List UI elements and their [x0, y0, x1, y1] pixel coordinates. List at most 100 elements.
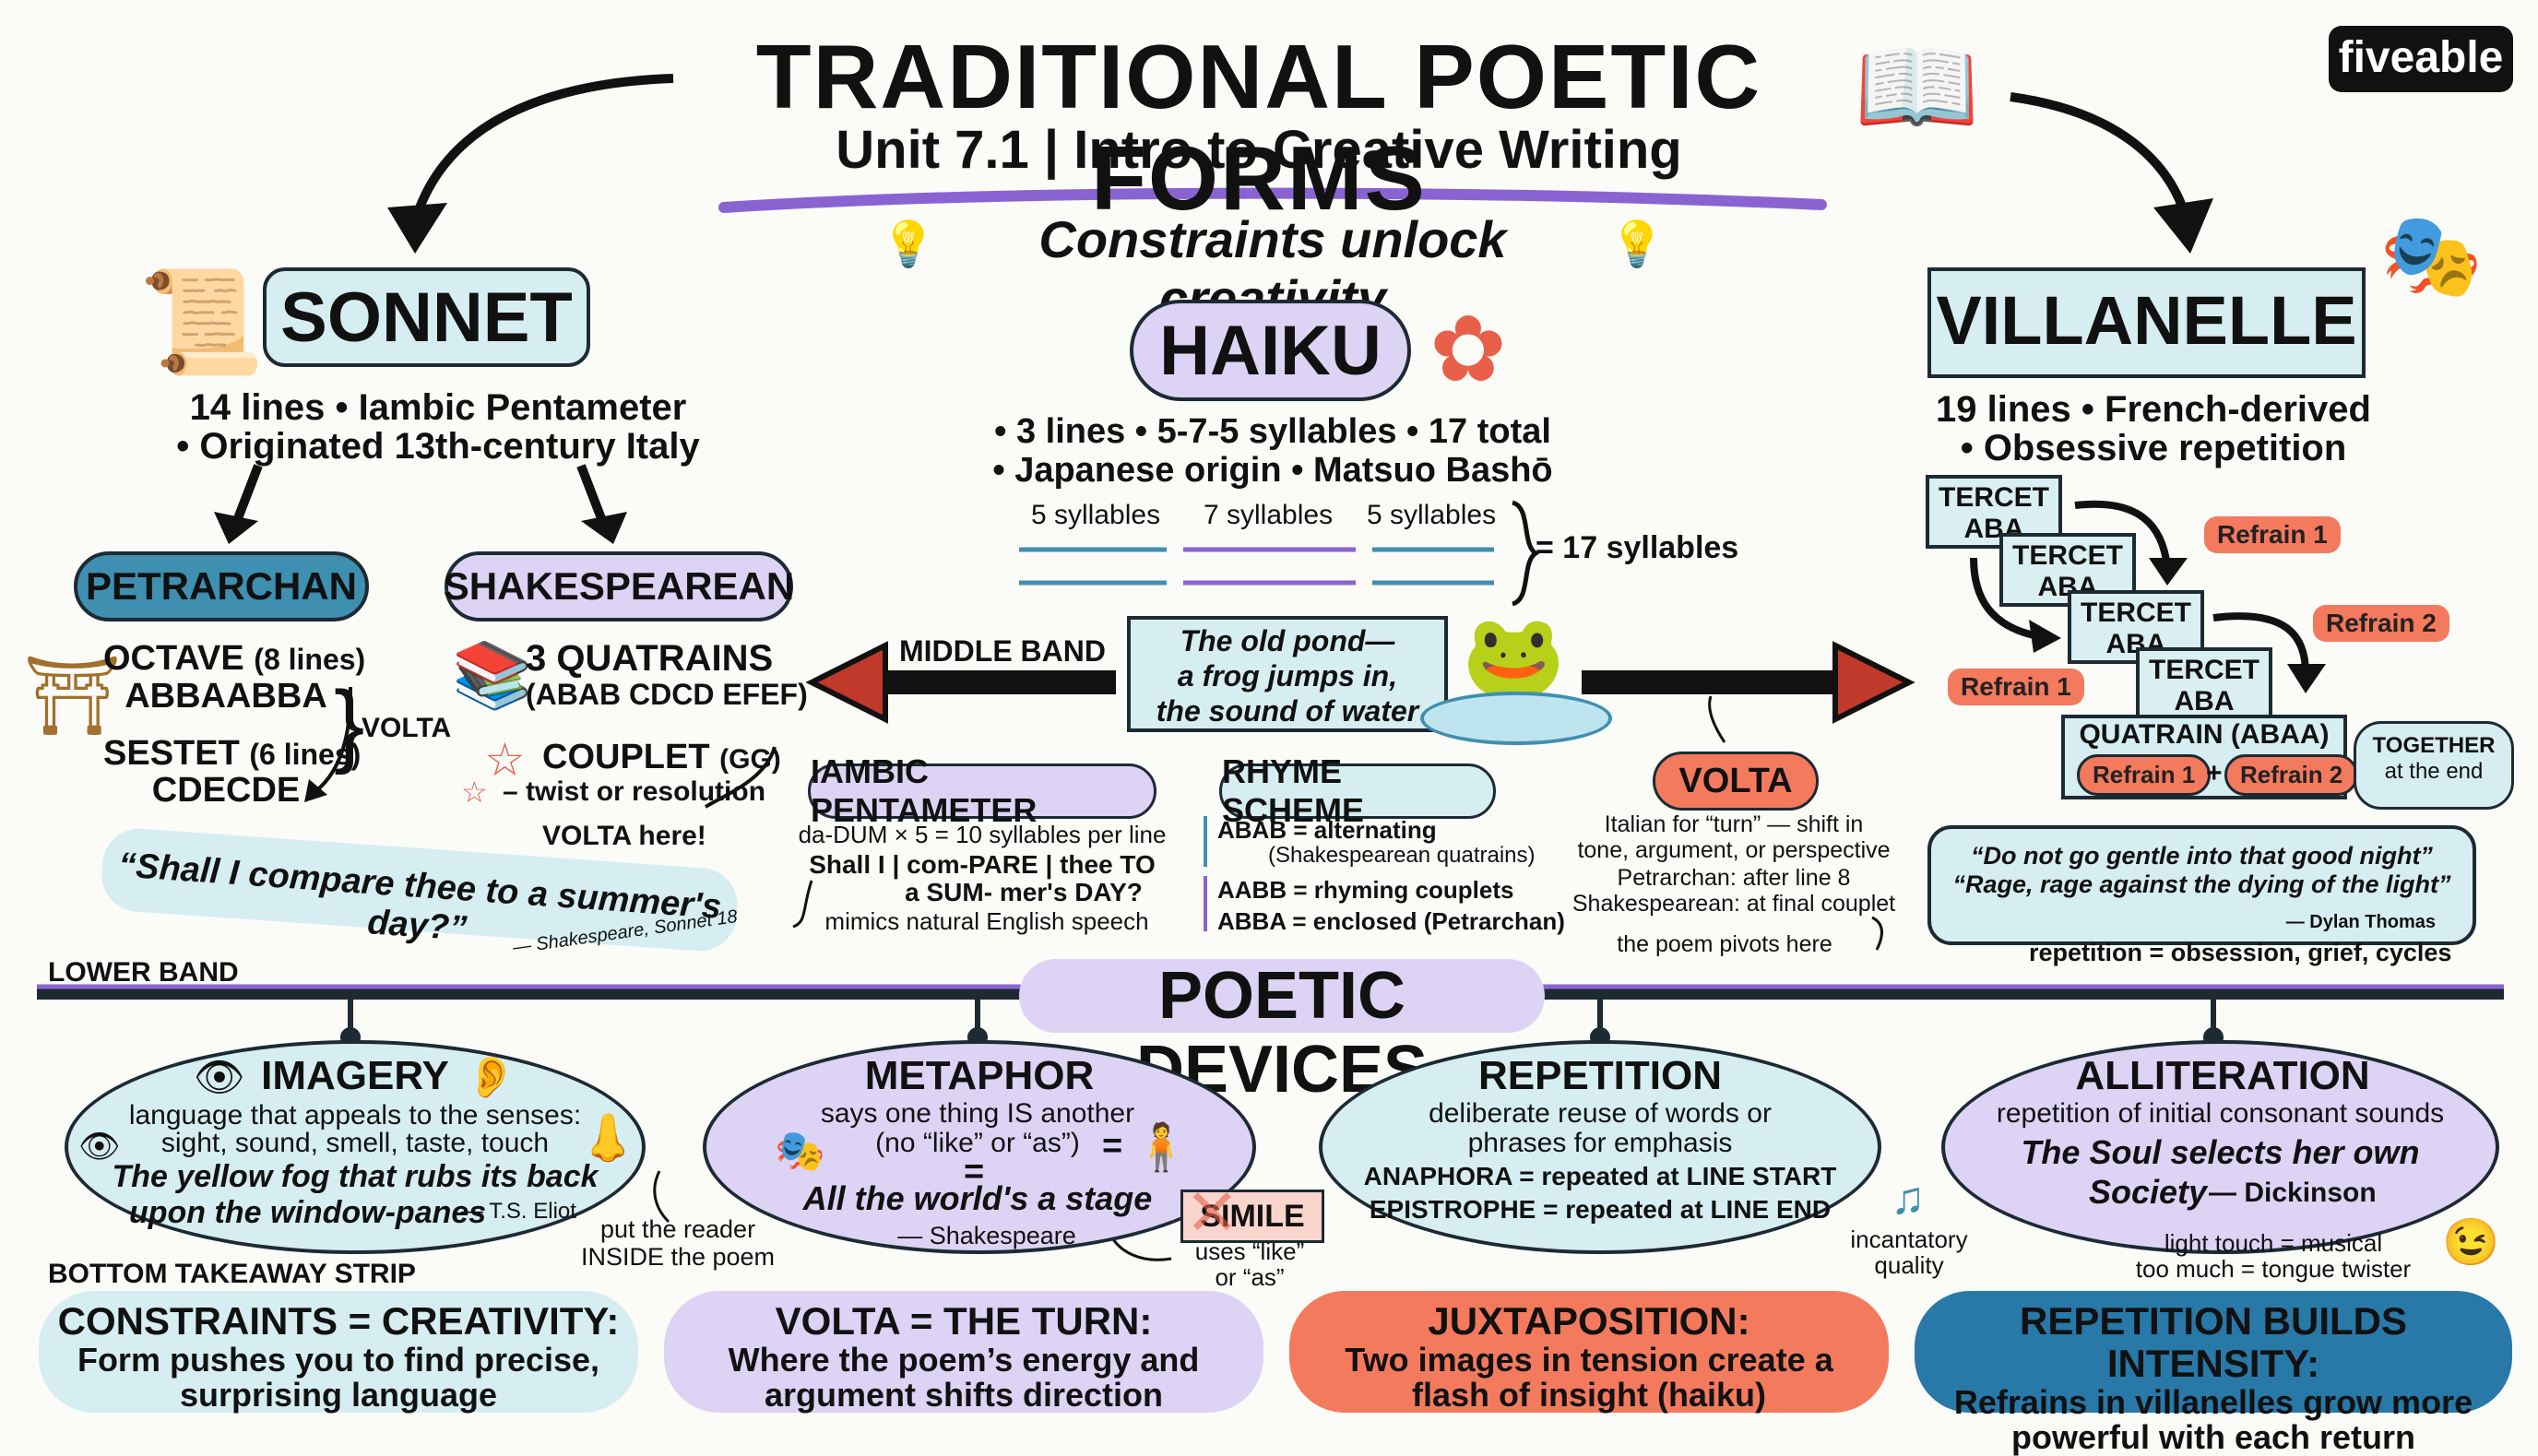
imagery-note-1: put the reader — [599, 1215, 756, 1243]
middle-band-label: MIDDLE BAND — [899, 634, 1106, 668]
iambic-label: IAMBIC PENTAMETER — [808, 752, 1156, 829]
couplet-scheme: (GG) — [719, 744, 781, 775]
metaphor-equals: = — [964, 1153, 985, 1191]
tercet-label: TERCET — [2081, 598, 2191, 628]
frog-icon: 🐸 — [1462, 611, 1566, 704]
lightbulb-icon: 💡 — [1609, 220, 1665, 269]
takeaway-3: JUXTAPOSITION: Two images in tension cre… — [1289, 1291, 1889, 1413]
sestet-label: SESTET — [103, 734, 240, 773]
tercet-scheme: ABA — [2174, 686, 2235, 716]
takeaway-2-line-2: argument shifts direction — [764, 1376, 1164, 1414]
volta-line-4: Shakespearean: at final couplet — [1571, 891, 1896, 917]
volta-label: VOLTA — [1653, 752, 1819, 811]
villanelle-title: VILLANELLE — [1936, 282, 2357, 359]
villanelle-facts-2: • Obsessive repetition — [1960, 428, 2347, 468]
syllable-label-2: 7 syllables — [1204, 500, 1334, 530]
nose-icon: 👃 — [579, 1112, 637, 1164]
volta-line-3: Petrarchan: after line 8 — [1617, 865, 1851, 891]
repetition-note-1: incantatory — [1850, 1225, 1968, 1253]
syllable-label-1: 5 syllables — [1031, 500, 1161, 530]
sestet-scheme: CDECDE — [151, 771, 301, 810]
takeaway-strip-label: BOTTOM TAKEAWAY STRIP — [48, 1259, 416, 1289]
petrarchan-label: PETRARCHAN — [74, 551, 369, 621]
arrow-to-shakespearean — [576, 464, 609, 527]
quatrain-refrain-2: Refrain 2 — [2224, 754, 2359, 796]
stage-icon: 🎭 — [775, 1129, 825, 1174]
haiku-facts-1: • 3 lines • 5-7-5 syllables • 17 total — [994, 412, 1551, 451]
book-quill-icon: 📖 — [1854, 30, 1980, 144]
scroll-icon: 📜 — [138, 266, 265, 379]
takeaway-2-line-1: Where the poem’s energy and — [728, 1341, 1200, 1379]
takeaway-3-line-1: Two images in tension create a — [1345, 1341, 1833, 1379]
star-icon: ☆ — [461, 775, 488, 809]
sonnet-title: SONNET — [263, 267, 590, 367]
haiku-poem-box: The old pond— a frog jumps in, the sound… — [1127, 616, 1448, 732]
rhyme-label: RHYME SCHEME — [1219, 752, 1496, 829]
brand-logo[interactable]: fiveable — [2329, 26, 2513, 92]
petrarchan-volta: VOLTA — [362, 713, 452, 743]
imagery-example-1: The yellow fog that rubs its back — [112, 1159, 599, 1194]
refrain-2-tag: Refrain 2 — [2313, 605, 2449, 642]
sestet-lines: (6 lines) — [249, 738, 362, 771]
villanelle-note: repetition = obsession, grief, cycles — [2029, 939, 2452, 966]
metaphor-title: METAPHOR — [864, 1053, 1095, 1098]
couplet-label: COUPLET — [542, 738, 710, 776]
eye-icon-small: 👁 — [78, 1127, 121, 1165]
takeaway-4-title: REPETITION BUILDS INTENSITY: — [2019, 1299, 2408, 1385]
iambic-line-4: mimics natural English speech — [824, 907, 1149, 935]
page-title: TRADITIONAL POETIC FORMS — [755, 26, 1762, 229]
rhyme-bracket-purple — [1204, 876, 1216, 931]
title-underline — [718, 187, 1827, 213]
haiku-line-3: the sound of water — [1156, 694, 1419, 728]
pond-ripple — [1420, 692, 1612, 745]
iambic-line-3: a SUM- mer's DAY? — [905, 878, 1143, 906]
repetition-line-2: phrases for emphasis — [1467, 1128, 1733, 1158]
simile-note-2: or “as” — [1215, 1263, 1285, 1291]
alliteration-example-1: The Soul selects her own — [2021, 1133, 2420, 1171]
alliteration-source: — Dickinson — [2209, 1178, 2377, 1208]
takeaway-3-title: JUXTAPOSITION: — [1428, 1299, 1750, 1343]
anaphora: ANAPHORA = repeated at LINE START — [1363, 1162, 1837, 1190]
arrow-head-sonnet — [387, 203, 447, 254]
sestet: SESTET (6 lines) — [103, 733, 361, 775]
alliteration-note-1: light touch = musical — [2164, 1229, 2383, 1257]
simile-note-1: uses “like” — [1194, 1237, 1305, 1265]
ear-icon: 👂 — [466, 1055, 516, 1100]
imagery-example-2: upon the window-panes — [129, 1195, 487, 1230]
volta-brace: } — [334, 672, 365, 775]
quatrains: 3 QUATRAINS — [526, 638, 774, 679]
sonnet-facts-1: 14 lines • Iambic Pentameter — [189, 387, 687, 428]
alliteration-title: ALLITERATION — [2075, 1053, 2370, 1098]
takeaway-4-line-2: powerful with each return — [2010, 1418, 2416, 1456]
refrain-1-tag-left: Refrain 1 — [1948, 669, 2084, 705]
villanelle-quote-2: “Rage, rage against the dying of the lig… — [1952, 870, 2451, 898]
cross-out-icon: ✕ — [1185, 1177, 1239, 1249]
volta-line-2: tone, argument, or perspective — [1577, 837, 1891, 863]
couplet-note: – twist or resolution — [503, 776, 766, 807]
tercet-4: TERCET ABA — [2136, 647, 2272, 721]
volta-line-1: Italian for “turn” — shift in — [1604, 811, 1864, 837]
repetition-oval — [1319, 1040, 1881, 1254]
imagery-line-1: language that appeals to the senses: — [128, 1100, 582, 1130]
poetic-devices-title: POETIC DEVICES — [1019, 959, 1545, 1107]
quatrains-scheme: (ABAB CDCD EFEF) — [526, 678, 808, 711]
takeaway-1-line-2: surprising language — [179, 1376, 498, 1414]
shakespearean-label: SHAKESPEAREAN — [444, 551, 794, 621]
rhyme-line-2: (Shakespearean quatrains) — [1268, 843, 1536, 868]
octave-label: OCTAVE — [103, 639, 244, 678]
stack-icon: 📚 — [452, 639, 533, 711]
villanelle-quote-scroll: “Do not go gentle into that good night” … — [1927, 825, 2476, 945]
metaphor-oval — [703, 1040, 1256, 1254]
takeaway-4-line-1: Refrains in villanelles grow more — [1953, 1383, 2473, 1421]
arrow-to-petrarchan — [231, 464, 263, 527]
octave-lines: (8 lines) — [254, 643, 366, 676]
rhyme-line-1: ABAB = alternating — [1217, 816, 1437, 844]
metaphor-line-1: says one thing IS another — [820, 1098, 1135, 1129]
imagery-oval — [65, 1040, 646, 1254]
arrow-to-sonnet — [410, 74, 674, 223]
syllable-label-3: 5 syllables — [1367, 500, 1497, 530]
rhyme-bracket-blue — [1204, 816, 1216, 867]
haiku-facts-2: • Japanese origin • Matsuo Bashō — [992, 451, 1553, 490]
takeaway-3-line-2: flash of insight (haiku) — [1412, 1376, 1766, 1414]
volta-here: VOLTA here! — [542, 821, 706, 851]
